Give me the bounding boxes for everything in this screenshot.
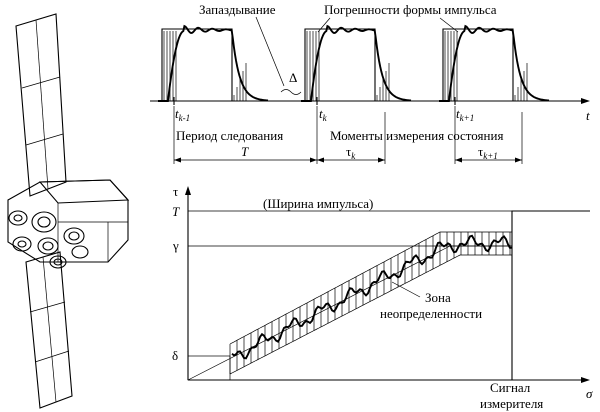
period-label: Период следования <box>176 128 283 143</box>
output-step <box>511 210 590 380</box>
uncertainty-diagram: τ σ T γ δ (Ширина импульса) Зона неопред… <box>172 184 593 411</box>
zone-leader <box>391 281 421 298</box>
tick-label-t-k: tk <box>319 106 328 123</box>
zone-label-line2: неопределенности <box>380 306 482 321</box>
tau-axis-label: τ <box>173 184 178 199</box>
delta-label: Δ <box>289 70 297 85</box>
pulse-1 <box>158 24 269 105</box>
pulse-width-label: (Ширина импульса) <box>263 196 373 211</box>
pulse-2 <box>301 24 412 105</box>
satellite-illustration <box>7 13 130 409</box>
tau-k-label: τk <box>346 144 356 161</box>
delay-leader <box>255 16 285 87</box>
zone-label-line1: Зона <box>425 290 451 305</box>
level-T-label: T <box>172 204 180 219</box>
delta-brace <box>280 89 302 95</box>
sigma-axis-label: σ <box>586 386 593 401</box>
band-upper-edge <box>229 231 512 345</box>
pulse-shape-errors-label: Погрешности формы импульса <box>324 2 497 17</box>
tick-label-t-k+1: tk+1 <box>456 106 474 123</box>
tick-label-t-k-1: tk-1 <box>175 106 190 123</box>
measured-curve <box>231 234 513 360</box>
band-lower-edge <box>229 254 512 375</box>
pulse-errors-leader-2 <box>439 17 459 33</box>
uncertainty-band <box>229 231 512 375</box>
pulse-actual-curve <box>301 24 412 102</box>
pulse-waveforms <box>158 24 550 105</box>
pulse-3 <box>439 24 550 105</box>
time-axis-label: t <box>586 108 590 123</box>
signal-label-line1: Сигнал <box>490 380 531 395</box>
moments-label: Моменты измерения состояния <box>330 128 503 143</box>
delay-label: Запаздывание <box>199 2 276 17</box>
pulse-actual-curve <box>158 24 269 102</box>
pulse-actual-curve <box>439 24 550 102</box>
nominal-line <box>187 245 451 381</box>
time-axis-arrow <box>581 98 590 104</box>
level-delta-label: δ <box>172 348 178 363</box>
pulse-diagram: t Запаздывание Погрешности формы импульс… <box>150 2 590 164</box>
period-T-label: T <box>241 144 249 159</box>
level-gamma-label: γ <box>172 238 179 253</box>
tau-k1-label: τk+1 <box>478 144 498 161</box>
pulse-errors-leader-1 <box>317 17 331 33</box>
signal-label-line2: измерителя <box>480 396 543 411</box>
